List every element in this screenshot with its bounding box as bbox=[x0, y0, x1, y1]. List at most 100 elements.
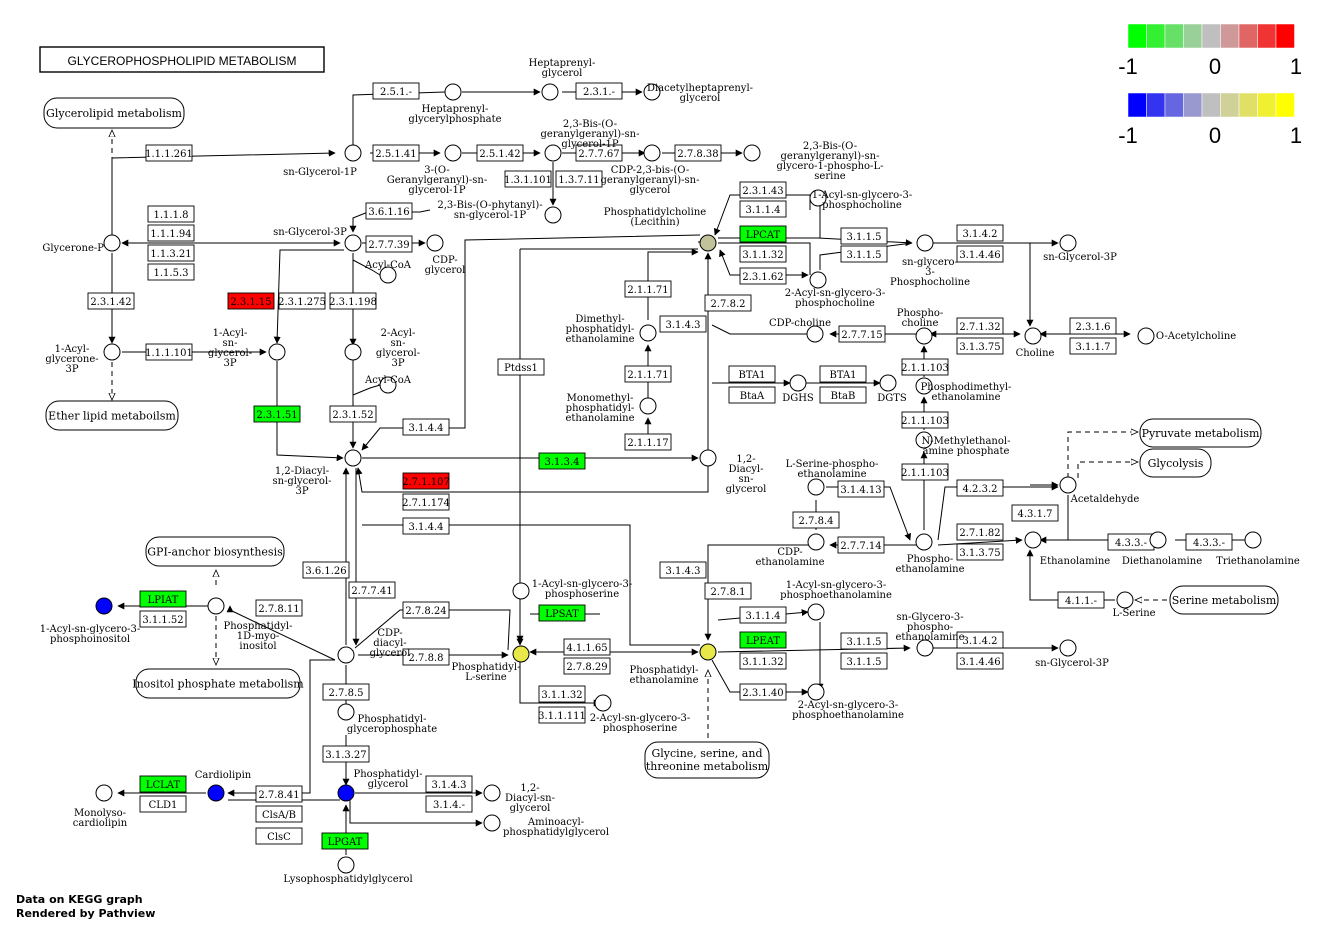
compound-glycerone-p[interactable]: Glycerone-P bbox=[42, 234, 121, 254]
compound-ps[interactable]: Phosphatidyl-L-serine bbox=[452, 645, 530, 683]
compound-lserpe[interactable]: L-Serine-phospho-ethanolamine bbox=[786, 459, 879, 496]
enzyme-2-7-7-39[interactable]: 2.7.7.39 bbox=[365, 235, 413, 253]
enzyme-4-3-3-[interactable]: 4.3.3.- bbox=[1185, 533, 1233, 551]
enzyme-4-2-3-2[interactable]: 4.2.3.2 bbox=[956, 479, 1004, 497]
compound-pgp[interactable]: Phosphatidyl-glycerophosphate bbox=[337, 703, 437, 735]
compound-12diacylgly-2[interactable]: 1,2-Diacyl-sn-glycerol bbox=[483, 783, 555, 814]
enzyme-4-3-3-[interactable]: 4.3.3.- bbox=[1107, 533, 1155, 551]
compound-phosphoetn[interactable]: Phospho-ethanolamine bbox=[896, 533, 965, 575]
enzyme-3-1-3-75[interactable]: 3.1.3.75 bbox=[956, 337, 1004, 355]
enzyme-3-1-1-4[interactable]: 3.1.1.4 bbox=[739, 200, 787, 218]
compound-1acylps[interactable]: 1-Acyl-sn-glycero-3-phosphoserine bbox=[512, 579, 632, 600]
compound-dgts[interactable]: DGTS bbox=[877, 374, 907, 404]
map-link-m7[interactable]: Glycolysis bbox=[1139, 448, 1212, 478]
enzyme-2-7-7-67[interactable]: 2.7.7.67 bbox=[575, 144, 623, 162]
compound-pdme[interactable]: Phosphodimethyl-ethanolamine bbox=[915, 377, 1011, 403]
enzyme-2-3-1-40[interactable]: 2.3.1.40 bbox=[739, 683, 787, 701]
compound-1acylsn3p[interactable]: 1-Acyl-sn-glycerol-3P bbox=[208, 328, 286, 369]
enzyme-2-7-7-14[interactable]: 2.7.7.14 bbox=[837, 536, 885, 554]
enzyme-2-7-8-38[interactable]: 2.7.8.38 bbox=[674, 144, 722, 162]
enzyme-3-1-1-5[interactable]: 3.1.1.5 bbox=[840, 632, 888, 650]
enzyme-Ptdss1[interactable]: Ptdss1 bbox=[497, 358, 545, 376]
enzyme-2-3-1-[interactable]: 2.3.1.- bbox=[575, 82, 623, 100]
enzyme-2-3-1-275[interactable]: 2.3.1.275 bbox=[278, 292, 326, 310]
compound-23bisgg[interactable]: 2,3-Bis-(O-geranylgeranyl)-sn-glycerol-1… bbox=[541, 119, 640, 162]
enzyme-2-7-8-5[interactable]: 2.7.8.5 bbox=[322, 683, 370, 701]
enzyme-3-1-4-3[interactable]: 3.1.4.3 bbox=[659, 315, 707, 333]
enzyme-CLD1[interactable]: CLD1 bbox=[139, 795, 187, 813]
enzyme-2-3-1-198[interactable]: 2.3.1.198 bbox=[329, 292, 377, 310]
map-link-m3[interactable]: GPI-anchor biosynthesis bbox=[145, 536, 285, 567]
map-link-m4[interactable]: Inositol phosphate metabolism bbox=[132, 668, 304, 699]
enzyme-BTA1[interactable]: BTA1 bbox=[728, 365, 776, 383]
compound-1acylpc[interactable]: 1-Acyl-sn-glycero-3-phosphocholine bbox=[809, 189, 912, 211]
compound-choline[interactable]: Choline bbox=[1016, 327, 1055, 359]
enzyme-LPCAT[interactable]: LPCAT bbox=[739, 225, 787, 243]
enzyme-3-1-1-32[interactable]: 3.1.1.32 bbox=[739, 652, 787, 670]
compound-diacylheptaprenyl[interactable]: Diacetylheptaprenyl-glycerol bbox=[643, 83, 753, 104]
enzyme-3-1-1-5[interactable]: 3.1.1.5 bbox=[840, 245, 888, 263]
enzyme-BtaB[interactable]: BtaB bbox=[819, 386, 867, 404]
enzyme-LPGAT[interactable]: LPGAT bbox=[321, 832, 369, 850]
enzyme-3-1-4-3[interactable]: 3.1.4.3 bbox=[659, 561, 707, 579]
enzyme-3-1-1-52[interactable]: 3.1.1.52 bbox=[139, 610, 187, 628]
map-link-m8[interactable]: Serine metabolism bbox=[1169, 585, 1279, 615]
compound-acylglycerone3p[interactable]: 1-Acyl-glycerone-3P bbox=[45, 343, 121, 375]
compound-acylcoa2[interactable]: Acyl-CoA bbox=[364, 375, 412, 394]
compound-2acylpe[interactable]: 2-Acyl-sn-glycero-3-phosphoethanolamine bbox=[792, 683, 904, 721]
compound-triethanolamine[interactable]: Triethanolamine bbox=[1216, 531, 1300, 567]
enzyme-3-1-1-111[interactable]: 3.1.1.111 bbox=[538, 706, 586, 724]
compound-snglycerol3p-2[interactable]: sn-Glycerol-3P bbox=[1043, 234, 1117, 263]
map-link-m2[interactable]: Ether lipid metaboilsm bbox=[45, 400, 179, 431]
compound-nmep[interactable]: N-Methylethanol-amine phosphate bbox=[915, 431, 1010, 457]
enzyme-3-1-1-5[interactable]: 3.1.1.5 bbox=[840, 227, 888, 245]
enzyme-3-6-1-16[interactable]: 3.6.1.16 bbox=[365, 202, 413, 220]
map-link-m1[interactable]: Glycerolipid metabolism bbox=[43, 97, 185, 129]
compound-mmpe[interactable]: Monomethyl-phosphatidyl-ethanolamine bbox=[566, 393, 657, 424]
compound-oacetylcholine[interactable]: O-Acetylcholine bbox=[1137, 327, 1236, 345]
enzyme-3-1-4-[interactable]: 3.1.4.- bbox=[425, 795, 473, 813]
enzyme-LPSAT[interactable]: LPSAT bbox=[538, 604, 586, 622]
enzyme-2-5-1-[interactable]: 2.5.1.- bbox=[372, 82, 420, 100]
enzyme-2-3-1-15[interactable]: 2.3.1.15 bbox=[227, 292, 275, 310]
enzyme-1-3-7-11[interactable]: 1.3.7.11 bbox=[555, 170, 603, 188]
enzyme-2-5-1-41[interactable]: 2.5.1.41 bbox=[372, 144, 420, 162]
enzyme-2-1-1-103[interactable]: 2.1.1.103 bbox=[901, 411, 949, 429]
enzyme-1-1-1-101[interactable]: 1.1.1.101 bbox=[145, 343, 193, 361]
enzyme-2-1-1-103[interactable]: 2.1.1.103 bbox=[901, 463, 949, 481]
enzyme-2-7-1-174[interactable]: 2.7.1.174 bbox=[402, 493, 450, 511]
compound-snglycerol3p-3[interactable]: sn-Glycerol-3P bbox=[1035, 639, 1109, 669]
map-link-m6[interactable]: Pyruvate metabolism bbox=[1139, 418, 1262, 448]
compound-2acylps[interactable]: 2-Acyl-sn-glycero-3-phosphoserine bbox=[590, 694, 690, 734]
enzyme-3-1-4-4[interactable]: 3.1.4.4 bbox=[402, 517, 450, 535]
enzyme-4-3-1-7[interactable]: 4.3.1.7 bbox=[1011, 504, 1059, 522]
compound-3ogg[interactable]: 3-(O-Geranylgeranyl)-sn-glycerol-1P bbox=[387, 144, 488, 196]
enzyme-2-7-8-8[interactable]: 2.7.8.8 bbox=[402, 648, 450, 666]
enzyme-LCLAT[interactable]: LCLAT bbox=[139, 775, 187, 793]
enzyme-1-1-5-3[interactable]: 1.1.5.3 bbox=[147, 263, 195, 281]
compound-acetaldehyde[interactable]: Acetaldehyde bbox=[1059, 476, 1139, 505]
enzyme-2-7-1-107[interactable]: 2.7.1.107 bbox=[402, 472, 450, 490]
enzyme-3-1-4-46[interactable]: 3.1.4.46 bbox=[956, 652, 1004, 670]
enzyme-2-3-1-43[interactable]: 2.3.1.43 bbox=[739, 181, 787, 199]
compound-cardiolipin[interactable]: Cardiolipin bbox=[195, 770, 252, 802]
enzyme-2-3-1-51[interactable]: 2.3.1.51 bbox=[253, 405, 301, 423]
enzyme-1-1-1-94[interactable]: 1.1.1.94 bbox=[147, 224, 195, 242]
enzyme-3-1-1-32[interactable]: 3.1.1.32 bbox=[538, 685, 586, 703]
enzyme-ClsC[interactable]: ClsC bbox=[255, 827, 303, 845]
compound-cdpcholine[interactable]: CDP-choline bbox=[769, 318, 831, 343]
enzyme-2-1-1-103[interactable]: 2.1.1.103 bbox=[901, 358, 949, 376]
enzyme-3-1-3-27[interactable]: 3.1.3.27 bbox=[322, 745, 370, 763]
compound-monolysocl[interactable]: Monolyso-cardiolipin bbox=[73, 784, 128, 829]
enzyme-2-7-8-41[interactable]: 2.7.8.41 bbox=[255, 785, 303, 803]
compound-gpc[interactable]: sn-glycero-3-Phosphocholine bbox=[890, 234, 970, 288]
enzyme-2-1-1-17[interactable]: 2.1.1.17 bbox=[624, 433, 672, 451]
compound-2acylsn3p[interactable]: 2-Acyl-sn-glycerol-3P bbox=[344, 328, 420, 369]
enzyme-2-3-1-62[interactable]: 2.3.1.62 bbox=[739, 267, 787, 285]
compound-ethanolamine[interactable]: Ethanolamine bbox=[1024, 531, 1110, 567]
enzyme-3-6-1-26[interactable]: 3.6.1.26 bbox=[302, 561, 350, 579]
enzyme-2-3-1-52[interactable]: 2.3.1.52 bbox=[329, 405, 377, 423]
compound-cdpetn[interactable]: CDP-ethanolamine bbox=[756, 533, 825, 568]
enzyme-2-7-8-11[interactable]: 2.7.8.11 bbox=[255, 599, 303, 617]
compound-12diacylgly[interactable]: 1,2-Diacyl-sn-glycerol bbox=[699, 449, 766, 495]
